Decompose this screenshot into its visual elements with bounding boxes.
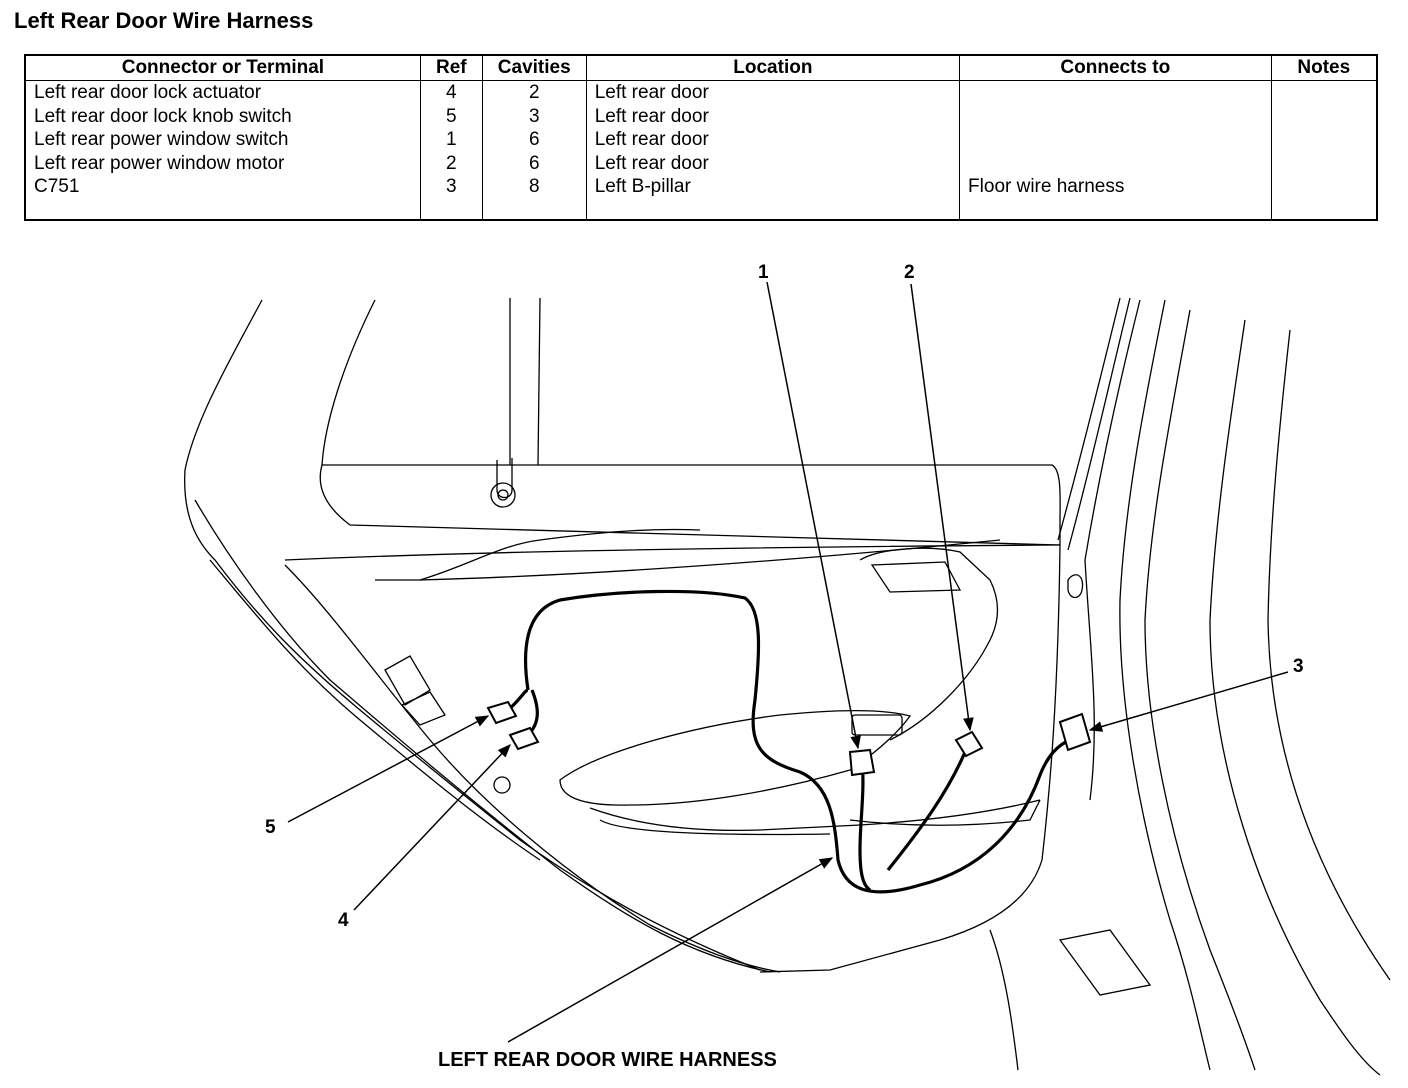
cell-notes xyxy=(1270,104,1378,128)
cell-notes xyxy=(1270,151,1378,175)
col-header-location: Location xyxy=(585,54,961,81)
cell-connector: Left rear door lock actuator xyxy=(24,80,421,105)
callout-1: 1 xyxy=(758,262,769,283)
callout-2: 2 xyxy=(904,262,915,283)
col-header-connector: Connector or Terminal xyxy=(24,54,421,81)
cell-connector: Left rear power window switch xyxy=(24,128,421,152)
cell-location: Left rear door xyxy=(585,128,961,152)
table-row: Left rear door lock knob switch 5 3 Left… xyxy=(24,104,1378,128)
cell-connects-to xyxy=(959,80,1272,105)
table-row: Left rear door lock actuator 4 2 Left re… xyxy=(24,80,1378,105)
callout-4: 4 xyxy=(338,910,349,931)
cell-cavities: 2 xyxy=(481,80,587,105)
cell-cavities: 8 xyxy=(481,175,587,220)
col-header-notes: Notes xyxy=(1270,54,1378,81)
door-outline xyxy=(184,297,1391,1076)
connector-5 xyxy=(486,700,518,725)
cell-location: Left rear door xyxy=(585,80,961,105)
connector-2 xyxy=(954,730,984,758)
cell-connects-to: Floor wire harness xyxy=(959,175,1272,220)
cell-connector: C751 xyxy=(24,175,421,220)
page-title: Left Rear Door Wire Harness xyxy=(14,8,314,33)
table-header-row: Connector or Terminal Ref Cavities Locat… xyxy=(24,54,1378,81)
col-header-connects-to: Connects to xyxy=(959,54,1272,81)
cell-location: Left rear door xyxy=(585,104,961,128)
table-row: Left rear power window switch 1 6 Left r… xyxy=(24,128,1378,152)
cell-location: Left B-pillar xyxy=(585,175,961,220)
leader-lines xyxy=(287,281,1289,1043)
table-row: C751 3 8 Left B-pillar Floor wire harnes… xyxy=(24,175,1378,220)
connector-4 xyxy=(508,726,540,751)
connector-3 xyxy=(1058,712,1092,752)
cell-notes xyxy=(1270,175,1378,220)
cell-notes xyxy=(1270,80,1378,105)
col-header-ref: Ref xyxy=(419,54,483,81)
wire-harness xyxy=(506,589,1071,894)
col-header-cavities: Cavities xyxy=(481,54,587,81)
cell-ref: 3 xyxy=(419,175,483,220)
cell-connector: Left rear power window motor xyxy=(24,151,421,175)
connector-table: Connector or Terminal Ref Cavities Locat… xyxy=(24,54,1378,221)
connector-1 xyxy=(848,748,876,777)
table-row: Left rear power window motor 2 6 Left re… xyxy=(24,151,1378,175)
harness-label: LEFT REAR DOOR WIRE HARNESS xyxy=(438,1049,777,1071)
callout-5: 5 xyxy=(265,817,276,838)
cell-location: Left rear door xyxy=(585,151,961,175)
callout-3: 3 xyxy=(1293,656,1304,677)
cell-notes xyxy=(1270,128,1378,152)
cell-connector: Left rear door lock knob switch xyxy=(24,104,421,128)
